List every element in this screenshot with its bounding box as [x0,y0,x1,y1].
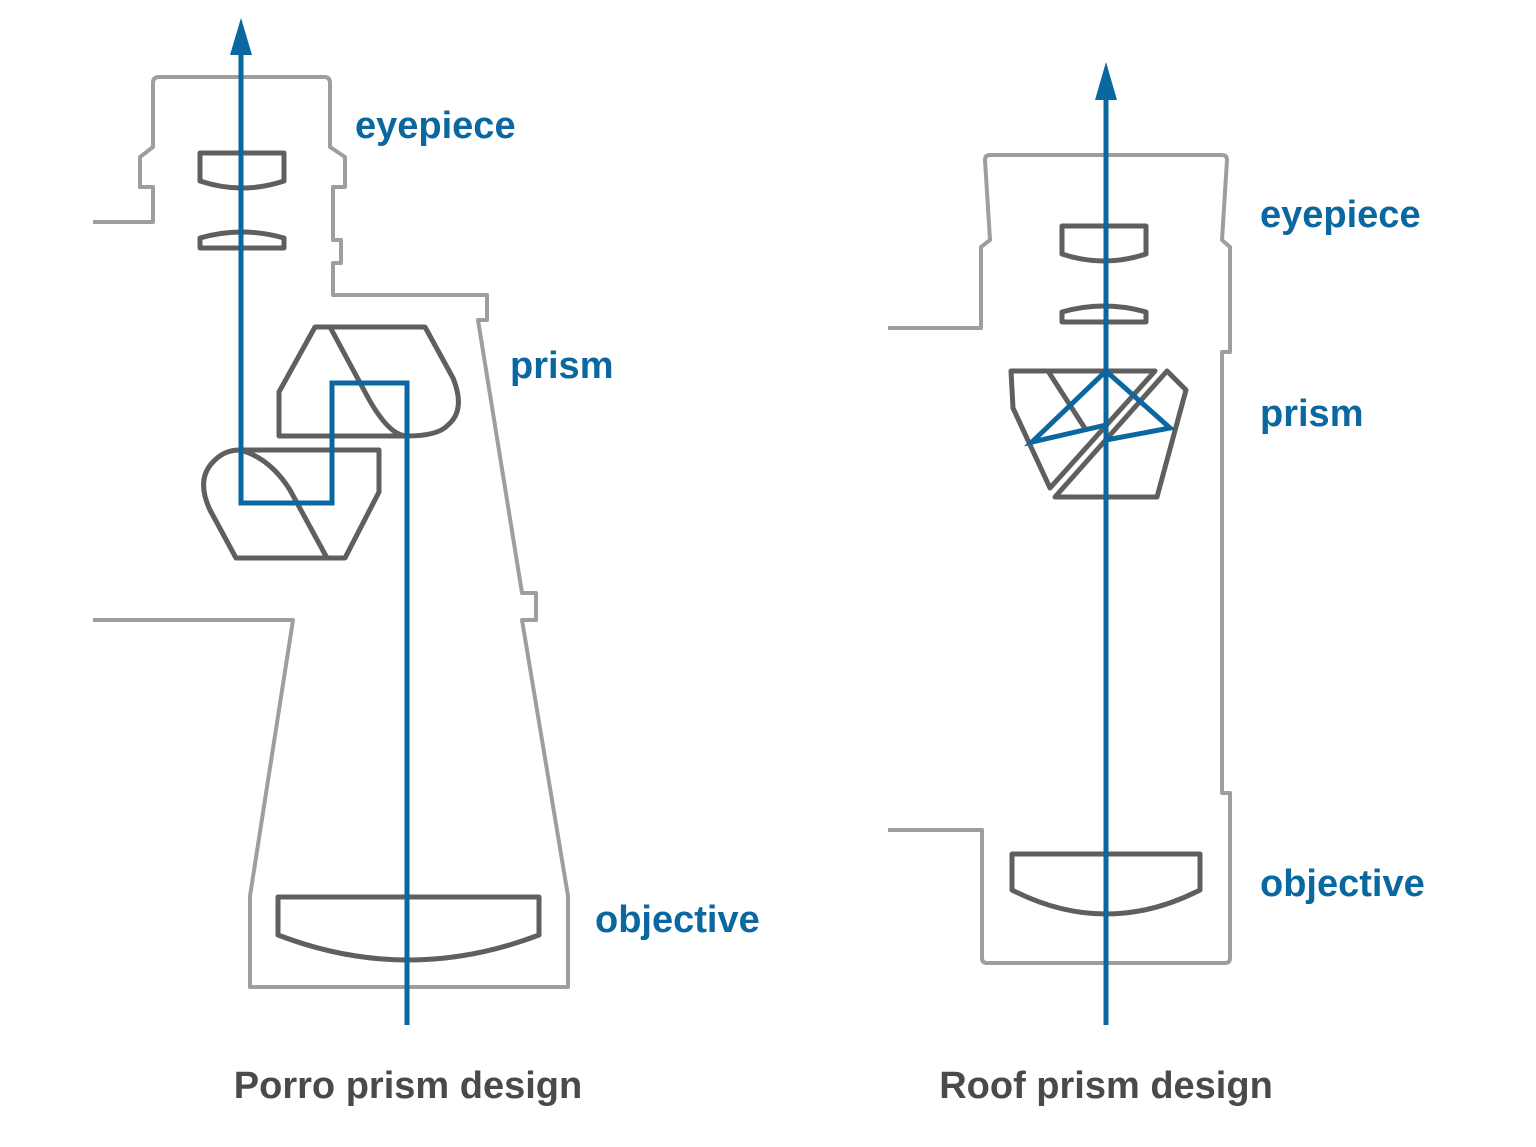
porro-eyepiece-lens-2 [197,229,287,251]
roof-diagram: eyepiece prism objective Roof prism desi… [888,62,1425,1107]
porro-diagram: eyepiece prism objective Porro prism des… [93,18,760,1107]
porro-ray-arrowhead [230,18,252,55]
porro-housing-outline [93,75,570,989]
roof-ray-arrowhead [1095,62,1117,100]
porro-lower-prism-edge [239,447,330,560]
roof-caption: Roof prism design [939,1065,1273,1107]
roof-eyepiece-lens-2 [1059,303,1149,325]
porro-light-ray [238,50,410,1025]
roof-prism-right [1052,368,1189,500]
roof-prism-left-edge [1045,369,1089,432]
roof-housing-outline [888,153,1232,965]
porro-objective-lens [275,894,542,963]
roof-eyepiece-label: eyepiece [1260,194,1421,236]
porro-upper-prism-edge [327,325,408,439]
roof-objective-lens [1009,851,1203,917]
roof-prism-label: prism [1260,393,1363,435]
porro-caption: Porro prism design [234,1065,582,1107]
roof-ray-reflections [1023,367,1176,447]
porro-eyepiece-lens-1 [197,150,287,191]
porro-eyepiece-label: eyepiece [355,105,516,147]
porro-lower-prism [201,447,382,561]
roof-objective-label: objective [1260,863,1425,905]
porro-objective-label: objective [595,899,760,941]
porro-prism-label: prism [510,345,613,387]
